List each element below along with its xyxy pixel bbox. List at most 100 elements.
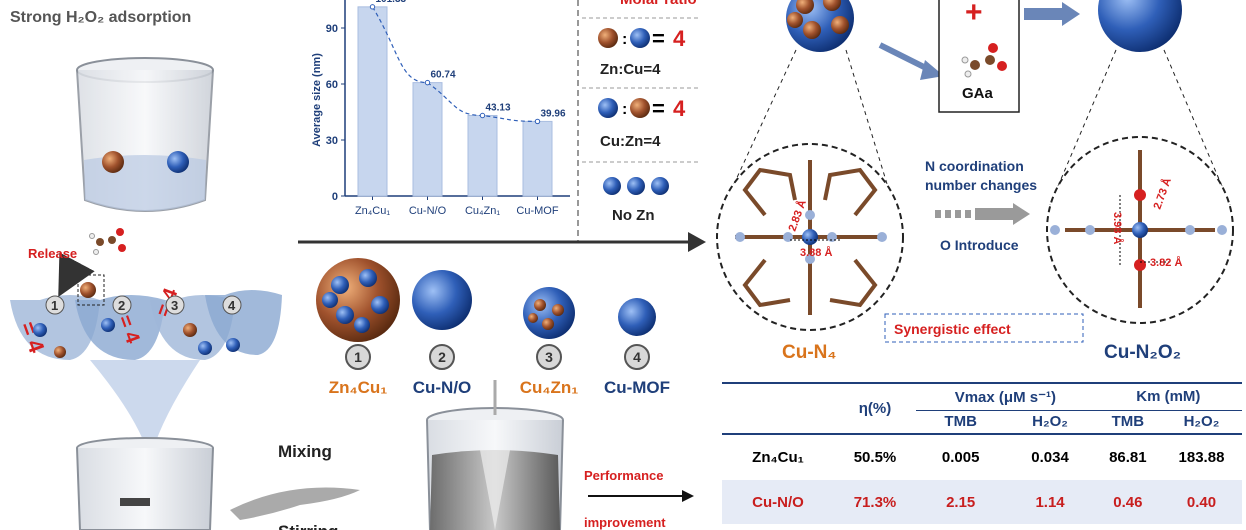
sample-number-badge (624, 344, 650, 370)
table-row: Cu-N/O 71.3% 2.15 1.14 0.46 0.40 (722, 480, 1242, 524)
sample-number: 4 (633, 349, 641, 365)
ratio-2-label: Cu:Zn=4 (600, 133, 661, 150)
ratio-1-number: 4 (673, 26, 686, 51)
sample-name: Cu-N/O (413, 378, 472, 397)
svg-text::: : (622, 101, 627, 118)
svg-text:=: = (652, 26, 665, 51)
sub-header-km-h2o2: H₂O₂ (1183, 413, 1220, 431)
sample-number-badge (345, 344, 371, 370)
molar-ratio-panel: Molar ratio : = 4 Zn:Cu=4 : = 4 Cu:Zn=4 … (582, 0, 700, 224)
dist-o-c: 3.82 Å (1150, 256, 1182, 269)
row-1-name: Zn₄Cu₁ (752, 449, 804, 466)
row-2-name: Cu-N/O (722, 480, 834, 524)
mixing-label: Mixing (278, 442, 332, 461)
gaa-label: GAa (962, 85, 994, 102)
bottom-beaker (76, 437, 214, 530)
plus-sign: + (965, 0, 983, 29)
trend-line (371, 6, 538, 123)
gaa-molecule-icon (961, 43, 1007, 78)
row-2-vmax-h2o2: 1.14 (1005, 480, 1095, 524)
data-point (369, 4, 376, 10)
acetate-molecule-icon (89, 228, 126, 255)
stirring-label: Stirring (278, 522, 338, 530)
bar (412, 82, 443, 197)
cu-n2o2-label: Cu-N₂O₂ (1104, 342, 1181, 363)
dist-o-b: 3.98 Å (1111, 212, 1124, 244)
cu-n4-label: Cu-N₄ (782, 342, 836, 363)
y-tick-label: 0 (332, 191, 338, 203)
row-2-vmax-tmb: 2.15 (916, 480, 1006, 524)
cu-n2o2-structure: 2.73 Å 3.98 Å 3.82 Å (1046, 136, 1234, 324)
km-header: Km (mM) (1094, 384, 1242, 411)
bar (467, 114, 498, 197)
gaa-box (938, 0, 1020, 113)
zinc-atom-icon (167, 151, 189, 173)
data-label: 60.74 (431, 70, 456, 81)
row-1-eta: 50.5% (853, 449, 897, 466)
mixing-swirl (230, 487, 360, 520)
top-cluster-mixed-icon (786, 0, 854, 52)
x-tick-label: Cu-N/O (409, 205, 447, 217)
table-row: Zn₄Cu₁ 50.5% 0.005 0.034 86.81 183.88 (722, 434, 1242, 480)
sub-header-vmax-tmb: TMB (944, 413, 977, 431)
row-1-km-h2o2: 183.88 (1178, 449, 1225, 466)
sample-number-badge (429, 344, 455, 370)
cluster-zn4cu1-icon (316, 258, 400, 342)
splash-bowls: = 4 = 4 = 4 Release 1 2 3 4 (10, 228, 282, 460)
bowl-marker-2: 2 (118, 298, 125, 313)
right-panel: + GAa 2.83 Å (716, 0, 1234, 363)
y-tick-label: 60 (326, 79, 338, 91)
performance-label-1: Performance (584, 468, 663, 483)
bowl-marker-3: 3 (171, 298, 178, 313)
x-tick-label: Cu-MOF (516, 205, 558, 217)
x-tick-label: Zn₄Cu₁ (355, 205, 390, 217)
performance-arrow: Performance improvement (584, 468, 694, 530)
synergy-label: Synergistic effect (894, 321, 1011, 337)
data-label: 43.13 (486, 102, 511, 113)
performance-label-2: improvement (584, 515, 666, 530)
cluster-cu-n-o-icon (412, 270, 472, 330)
ratio-1-label: Zn:Cu=4 (600, 61, 661, 78)
row-2-eta: 71.3% (834, 480, 916, 524)
sample-name: Zn₄Cu₁ (329, 378, 388, 397)
data-point (479, 112, 486, 119)
sub-header-vmax-h2o2: H₂O₂ (1032, 413, 1068, 431)
data-label: 101.33 (376, 0, 407, 5)
adsorption-title: Strong H₂O₂ adsorption (10, 9, 191, 26)
o-introduce-text: O Introduce (940, 237, 1019, 253)
bowl-marker-1: 1 (51, 298, 58, 313)
center-beaker (426, 407, 564, 530)
cu-n4-structure: 2.83 Å 3.88 Å (716, 143, 904, 331)
cluster-cu-mof-icon (618, 298, 656, 336)
release-label: Release (28, 246, 77, 261)
sample-number: 3 (545, 349, 553, 365)
ratio-3-label: No Zn (612, 207, 655, 224)
molar-ratio-title: Molar ratio (620, 0, 697, 8)
kinetics-table: η(%) Vmax (μM s⁻¹) Km (mM) TMB H₂O₂ TMB … (722, 382, 1242, 524)
bowl-marker-4: 4 (228, 298, 236, 313)
top-beaker (76, 57, 214, 212)
copper-atom-icon (102, 151, 124, 173)
left-panel: Strong H₂O₂ adsorption = 4 = 4 = 4 Re (10, 9, 360, 530)
eta-header: η(%) (858, 400, 892, 417)
vmax-header: Vmax (μM s⁻¹) (916, 384, 1095, 411)
bar (522, 120, 553, 197)
bar (357, 6, 388, 197)
ratio-2-number: 4 (673, 96, 686, 121)
data-point (534, 118, 541, 125)
svg-text:=: = (652, 96, 665, 121)
top-cluster-blue-icon (1098, 0, 1182, 52)
y-tick-label: 90 (326, 23, 338, 35)
coordination-text-1: N coordination (925, 158, 1024, 174)
row-1-vmax-tmb: 0.005 (941, 449, 980, 466)
dist-n4-b: 3.88 Å (800, 246, 832, 259)
row-2-km-h2o2: 0.40 (1160, 480, 1242, 524)
sample-name: Cu-MOF (604, 378, 670, 397)
y-tick-label: 30 (326, 135, 338, 147)
sample-number: 2 (438, 349, 446, 365)
sample-number: 1 (354, 349, 362, 365)
cluster-cu4zn1-icon (523, 287, 575, 339)
